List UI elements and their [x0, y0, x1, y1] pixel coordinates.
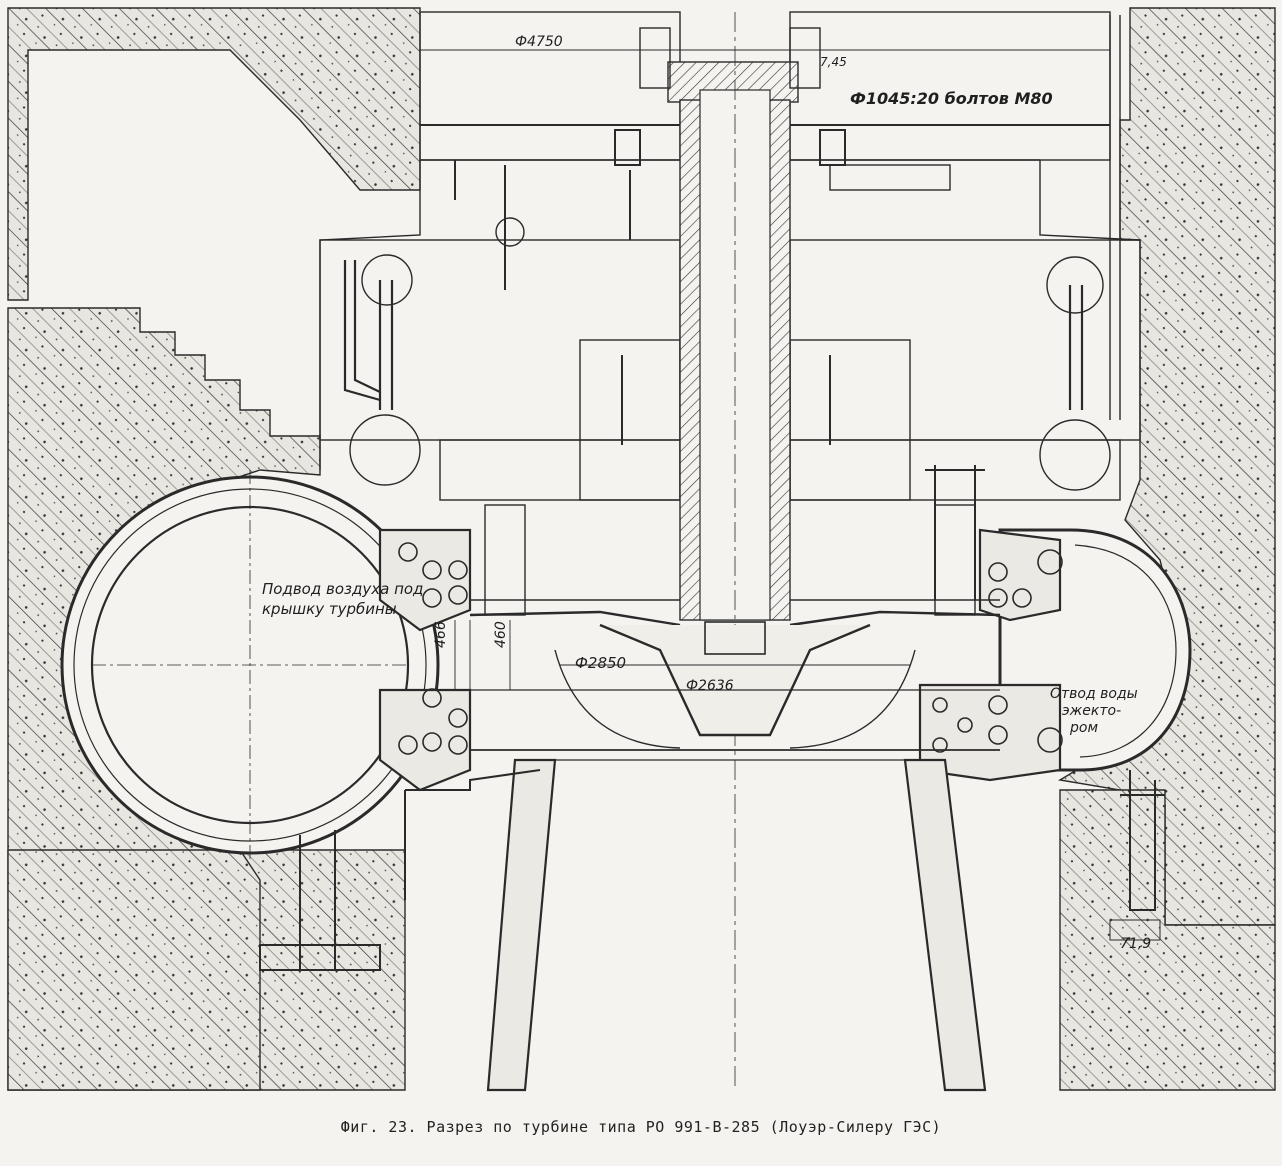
draft-tube-left-wall — [486, 758, 557, 1092]
handwheel — [495, 217, 525, 247]
label-air-supply-2: крышку турбины — [262, 600, 397, 618]
label-water-outlet-3: ром — [1069, 720, 1098, 736]
dimension-throat-diameter: Ф2636 — [686, 678, 734, 694]
guide-vane-right — [934, 504, 976, 616]
generator-housing-right — [789, 11, 1111, 161]
dimension-bolts: Ф1045:20 болтов М80 — [850, 89, 1053, 108]
turbine-section-drawing: Ф4750 Ф1045:20 болтов М80 7,45 Ф2850 Ф26… — [7, 7, 1276, 1092]
dimension-runner-diameter: Ф2850 — [575, 654, 626, 672]
concrete-left-upper — [7, 7, 421, 301]
head-cover — [469, 610, 1001, 627]
bearing-housing-right — [789, 339, 911, 501]
label-water-outlet-2: эжекто- — [1062, 703, 1121, 719]
servomotor-right — [1039, 419, 1111, 491]
dimension-mark-top: 7,45 — [820, 55, 847, 69]
dimension-gate-height-a: 466 — [433, 621, 449, 648]
figure-caption: Фиг. 23. Разрез по турбине типа РО 991-В… — [340, 1118, 942, 1136]
concrete-right-lower — [1059, 789, 1276, 1091]
dimension-gate-height-b: 460 — [493, 621, 509, 648]
label-water-outlet-1: Отвод воды — [1050, 686, 1138, 702]
concrete-left-lower — [7, 849, 261, 1091]
stay-ring-upper-left — [378, 528, 472, 632]
runner — [599, 623, 871, 737]
bearing-housing-left — [579, 339, 681, 501]
concrete-right — [1058, 7, 1276, 926]
draft-tube-right-wall — [903, 758, 987, 1092]
guide-vane-left — [484, 504, 526, 616]
pulley-right — [1046, 256, 1104, 314]
dimension-top-diameter: Ф4750 — [515, 34, 563, 50]
stay-ring-upper-right — [978, 528, 1062, 622]
servomotor-left — [349, 414, 421, 486]
dimension-elevation: 71,9 — [1120, 936, 1151, 952]
pulley-left — [361, 254, 413, 306]
label-air-supply-1: Подвод воздуха под — [262, 580, 423, 598]
